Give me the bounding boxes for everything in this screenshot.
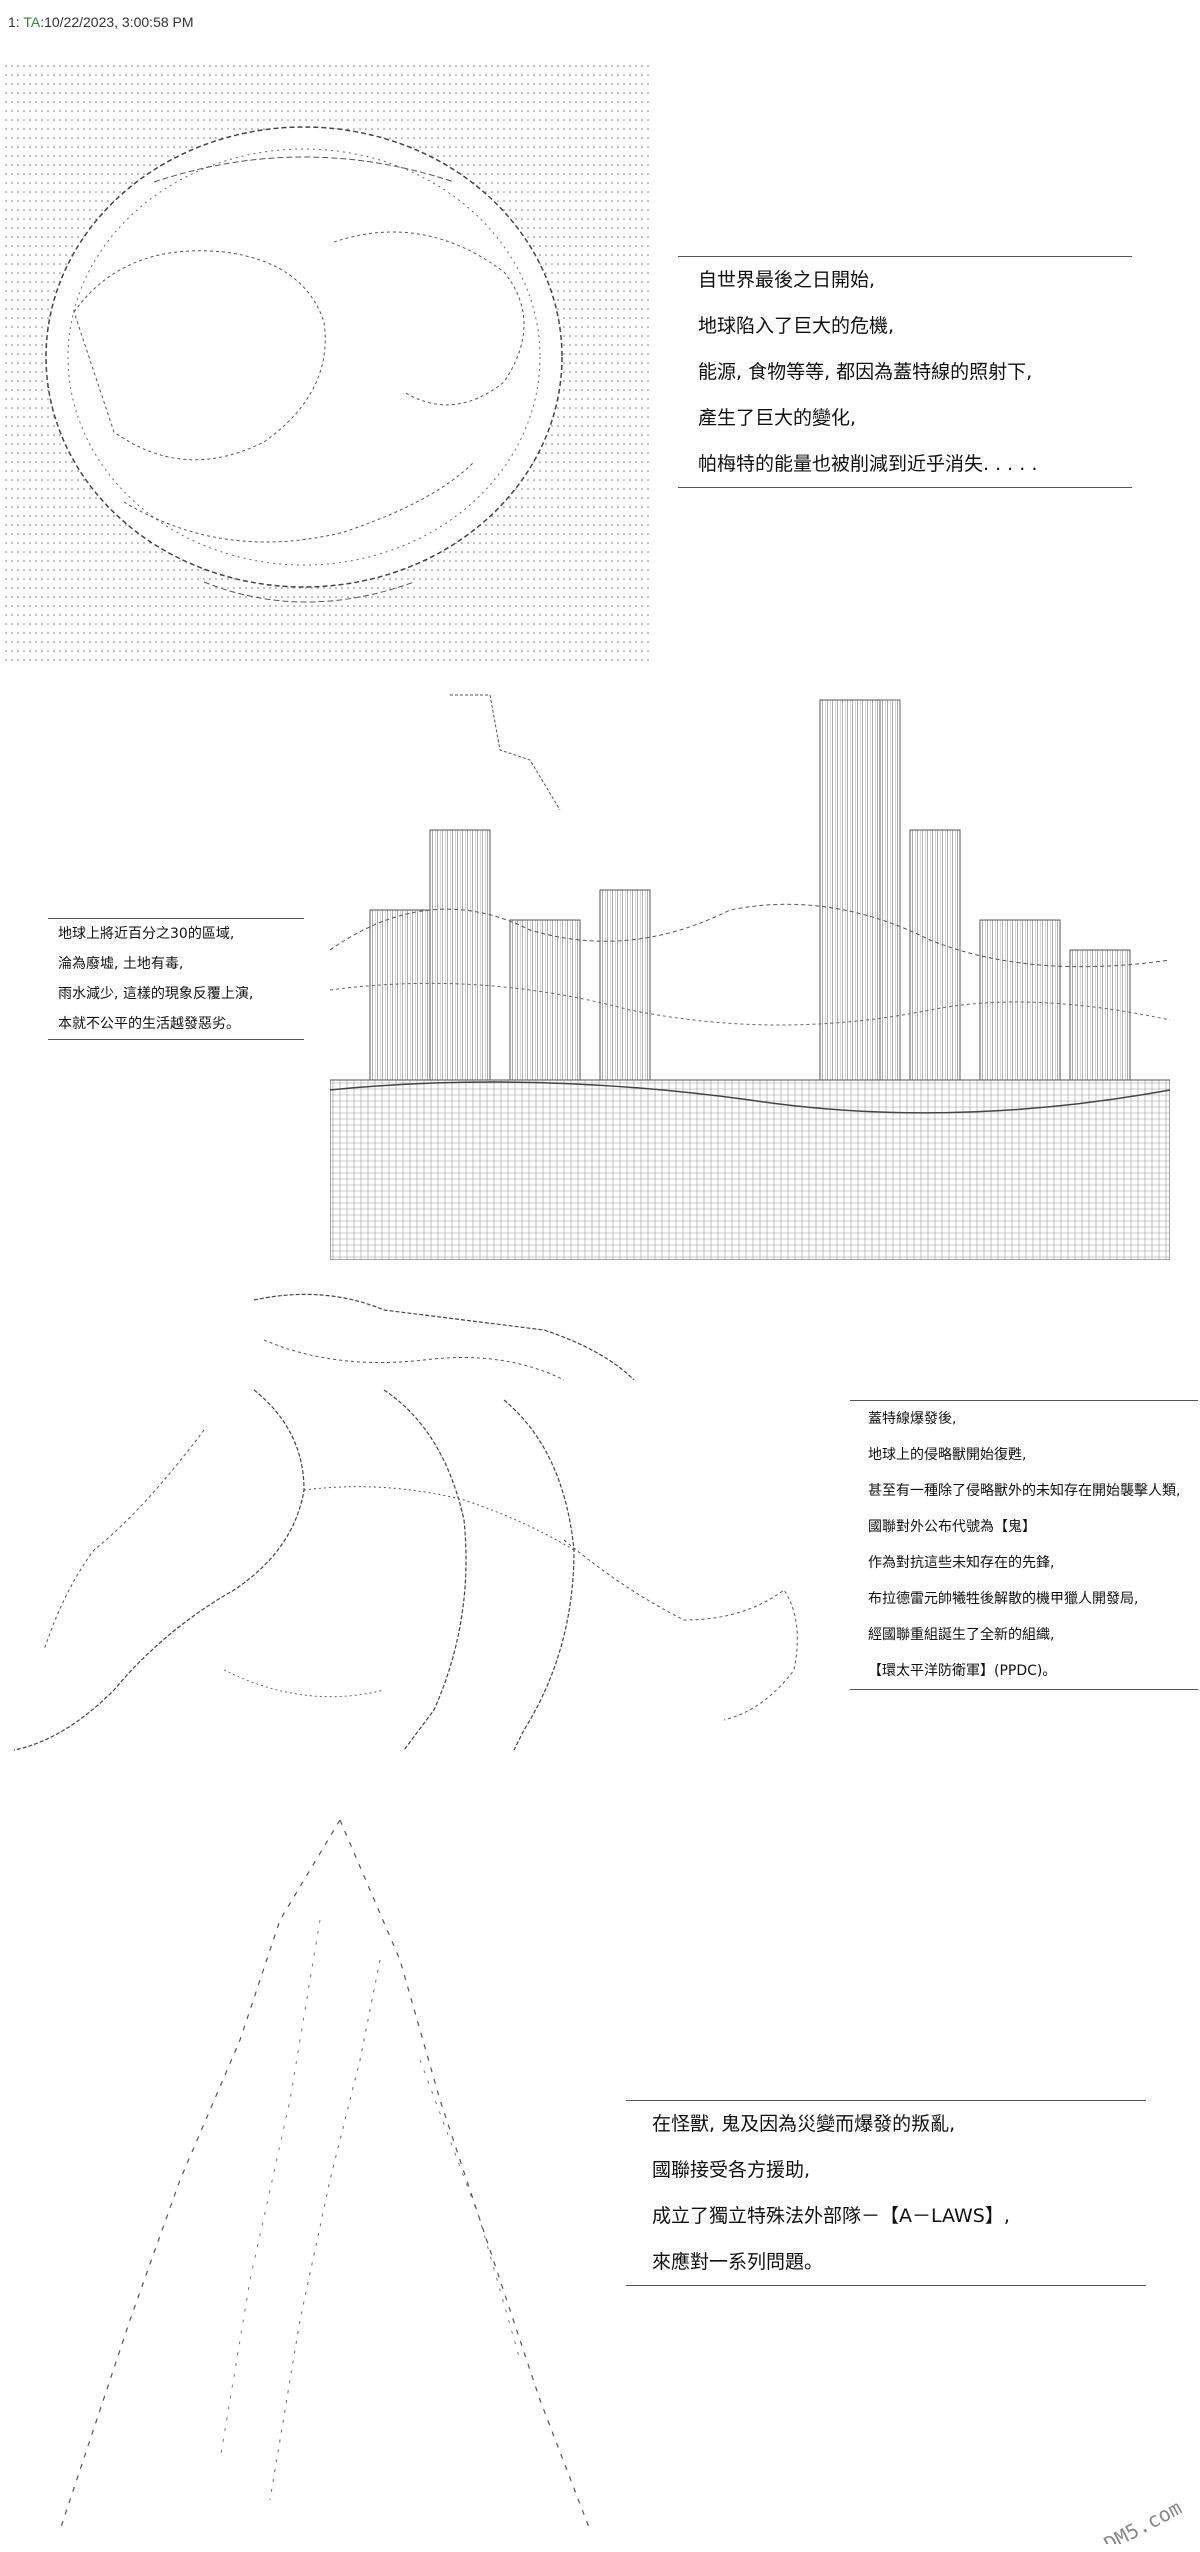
caption-line: 來應對一系列問題。 <box>652 2251 824 2273</box>
caption-rule-top <box>48 918 304 919</box>
caption-rule-bottom <box>850 1689 1198 1690</box>
panel-ruined-city-art <box>330 694 1170 1260</box>
caption-line: 產生了巨大的變化, <box>698 407 857 429</box>
caption-line: 成立了獨立特殊法外部隊－【A－LAWS】, <box>652 2205 1010 2227</box>
caption-line: 本就不公平的生活越發惡劣。 <box>58 1016 240 1032</box>
caption-line: 地球上將近百分之30的區域, <box>58 926 235 942</box>
caption-rule-top <box>678 256 1132 257</box>
caption-line: 在怪獸, 鬼及因為災變而爆發的叛亂, <box>652 2113 956 2135</box>
caption-line: 布拉德雷元帥犧牲後解散的機甲獵人開發局, <box>868 1591 1139 1607</box>
post-number: 1 <box>8 14 16 30</box>
caption-line: 國聯接受各方援助, <box>652 2159 811 2181</box>
caption-line: 經國聯重組誕生了全新的組織, <box>868 1627 1055 1643</box>
caption-world-end: 自世界最後之日開始, 地球陷入了巨大的危機, 能源, 食物等等, 都因為蓋特線的… <box>678 256 1132 488</box>
caption-line: 能源, 食物等等, 都因為蓋特線的照射下, <box>698 361 1033 383</box>
caption-rule-top <box>626 2100 1146 2101</box>
caption-line: 【環太平洋防衛軍】(PPDC)。 <box>868 1663 1057 1679</box>
watermark-logo: DM5.com <box>1100 2495 1186 2544</box>
caption-a-laws: 在怪獸, 鬼及因為災變而爆發的叛亂, 國聯接受各方援助, 成立了獨立特殊法外部隊… <box>626 2100 1146 2286</box>
caption-rule-bottom <box>626 2285 1146 2286</box>
caption-line: 地球陷入了巨大的危機, <box>698 315 895 337</box>
caption-rule-top <box>850 1400 1198 1401</box>
caption-line: 淪為廢墟, 土地有毒, <box>58 956 184 972</box>
panel-spike-art <box>59 1819 591 2531</box>
caption-line: 國聯對外公布代號為【鬼】 <box>868 1519 1036 1535</box>
caption-line: 作為對抗這些未知存在的先鋒, <box>868 1555 1055 1571</box>
post-timestamp: :10/22/2023, 3:00:58 PM <box>40 14 194 30</box>
panel-monster-figure-art <box>13 1293 798 1751</box>
caption-line: 地球上的侵略獸開始復甦, <box>868 1447 1027 1463</box>
watermark-text: DM5.com <box>1100 2495 1186 2544</box>
caption-line: 甚至有一種除了侵略獸外的未知存在開始襲擊人類, <box>868 1483 1181 1499</box>
panel-planet-art <box>4 62 650 662</box>
caption-line: 蓋特線爆發後, <box>868 1411 957 1427</box>
caption-rule-bottom <box>678 487 1132 488</box>
caption-rule-bottom <box>48 1039 304 1040</box>
caption-ppdc: 蓋特線爆發後, 地球上的侵略獸開始復甦, 甚至有一種除了侵略獸外的未知存在開始襲… <box>850 1400 1198 1690</box>
caption-ruined-earth: 地球上將近百分之30的區域, 淪為廢墟, 土地有毒, 雨水減少, 這樣的現象反覆… <box>48 918 304 1040</box>
caption-line: 雨水減少, 這樣的現象反覆上演, <box>58 986 254 1002</box>
caption-line: 自世界最後之日開始, <box>698 269 876 291</box>
caption-line: 帕梅特的能量也被削減到近乎消失. . . . . <box>698 453 1038 475</box>
poster-name[interactable]: TA <box>23 14 41 30</box>
post-header: 1: TA:10/22/2023, 3:00:58 PM <box>8 14 194 30</box>
